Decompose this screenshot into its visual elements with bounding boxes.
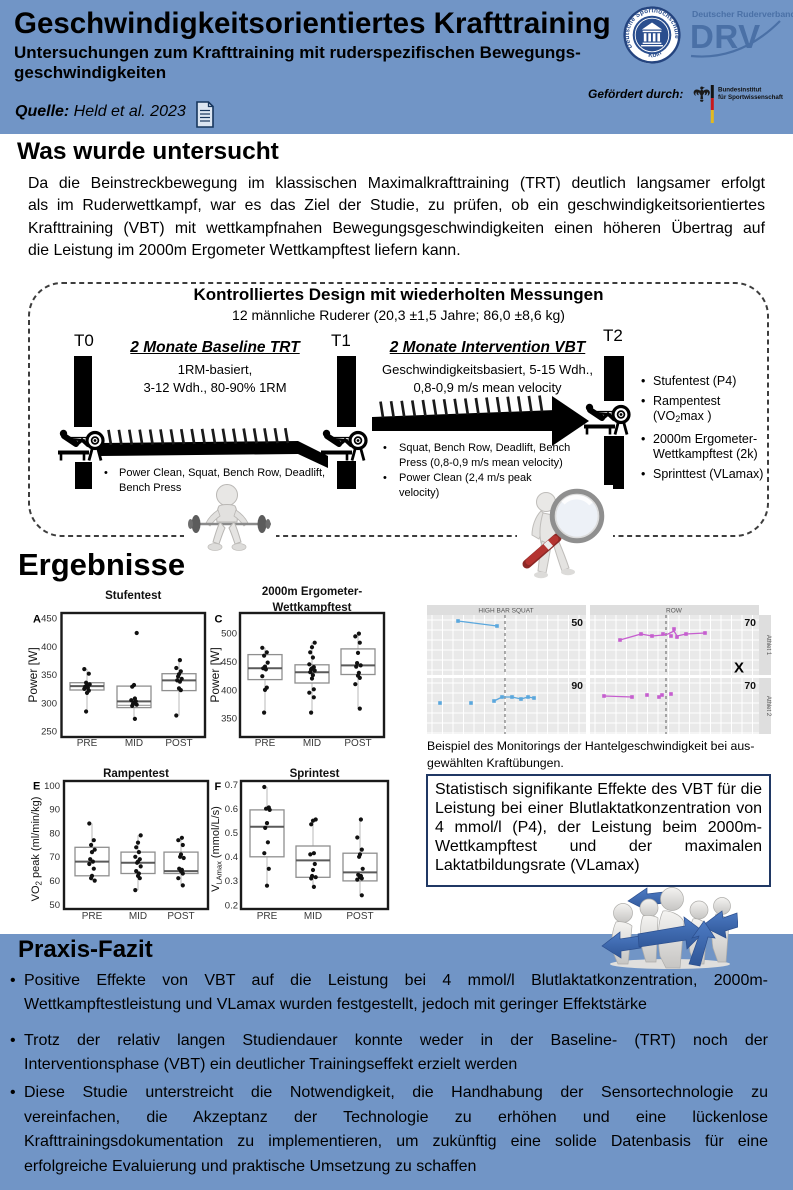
svg-text:VLAmax (mmol/L/s): VLAmax (mmol/L/s) xyxy=(210,806,224,892)
svg-text:Power [W]: Power [W] xyxy=(208,647,222,702)
svg-text:POST: POST xyxy=(167,911,194,922)
svg-text:0.7: 0.7 xyxy=(225,780,238,791)
svg-text:450: 450 xyxy=(221,657,237,668)
svg-text:70: 70 xyxy=(49,852,60,863)
svg-text:PRE: PRE xyxy=(82,911,103,922)
svg-text:PRE: PRE xyxy=(77,738,98,749)
svg-text:0.3: 0.3 xyxy=(225,876,238,887)
svg-text:E: E xyxy=(33,781,40,793)
svg-text:50: 50 xyxy=(49,900,60,911)
svg-text:Köln: Köln xyxy=(648,50,663,60)
svg-text:MID: MID xyxy=(304,911,322,922)
svg-text:90: 90 xyxy=(49,805,60,816)
svg-text:70: 70 xyxy=(744,617,756,629)
svg-text:für Sportwissenschaft: für Sportwissenschaft xyxy=(718,94,783,101)
svg-text:Athlet 1: Athlet 1 xyxy=(765,635,771,656)
svg-text:POST: POST xyxy=(165,738,192,749)
svg-text:50: 50 xyxy=(571,617,583,629)
svg-text:POST: POST xyxy=(344,738,371,749)
svg-text:60: 60 xyxy=(49,876,60,887)
svg-text:350: 350 xyxy=(41,670,57,681)
svg-text:PRE: PRE xyxy=(257,911,278,922)
svg-text:Deutscher Ruderverband: Deutscher Ruderverband xyxy=(692,9,793,19)
svg-text:ROW: ROW xyxy=(666,608,683,615)
svg-text:400: 400 xyxy=(41,642,57,653)
svg-text:70: 70 xyxy=(744,680,756,692)
svg-text:400: 400 xyxy=(221,685,237,696)
svg-text:Power [W]: Power [W] xyxy=(26,647,40,702)
svg-text:Stufentest: Stufentest xyxy=(105,590,161,602)
svg-text:VO2 peak (ml/min/kg): VO2 peak (ml/min/kg) xyxy=(30,797,44,902)
svg-text:DRV: DRV xyxy=(690,18,761,55)
svg-text:Bundesinstitut: Bundesinstitut xyxy=(718,87,761,94)
svg-text:100: 100 xyxy=(44,781,60,792)
svg-text:PRE: PRE xyxy=(255,738,276,749)
svg-text:Wettkampftest: Wettkampftest xyxy=(272,602,351,614)
svg-text:250: 250 xyxy=(41,727,57,738)
svg-text:HIGH BAR SQUAT: HIGH BAR SQUAT xyxy=(478,608,533,615)
svg-text:Sprintest: Sprintest xyxy=(290,768,340,780)
svg-text:0.6: 0.6 xyxy=(225,804,238,815)
svg-text:A: A xyxy=(33,614,41,626)
svg-text:X: X xyxy=(734,660,744,677)
svg-text:Rampentest: Rampentest xyxy=(103,768,169,780)
svg-text:0.5: 0.5 xyxy=(225,828,238,839)
svg-text:POST: POST xyxy=(346,911,373,922)
svg-text:MID: MID xyxy=(303,738,321,749)
svg-text:350: 350 xyxy=(221,714,237,725)
svg-text:2000m Ergometer-: 2000m Ergometer- xyxy=(262,586,363,598)
svg-text:F: F xyxy=(215,781,222,793)
svg-text:MID: MID xyxy=(125,738,143,749)
svg-text:MID: MID xyxy=(129,911,147,922)
svg-text:0.4: 0.4 xyxy=(225,852,238,863)
svg-text:300: 300 xyxy=(41,698,57,709)
svg-text:450: 450 xyxy=(41,614,57,625)
svg-text:80: 80 xyxy=(49,829,60,840)
svg-text:Athlet 2: Athlet 2 xyxy=(765,696,771,717)
svg-text:C: C xyxy=(215,614,223,626)
svg-text:0.2: 0.2 xyxy=(225,900,238,911)
svg-text:500: 500 xyxy=(221,628,237,639)
svg-text:90: 90 xyxy=(571,680,583,692)
